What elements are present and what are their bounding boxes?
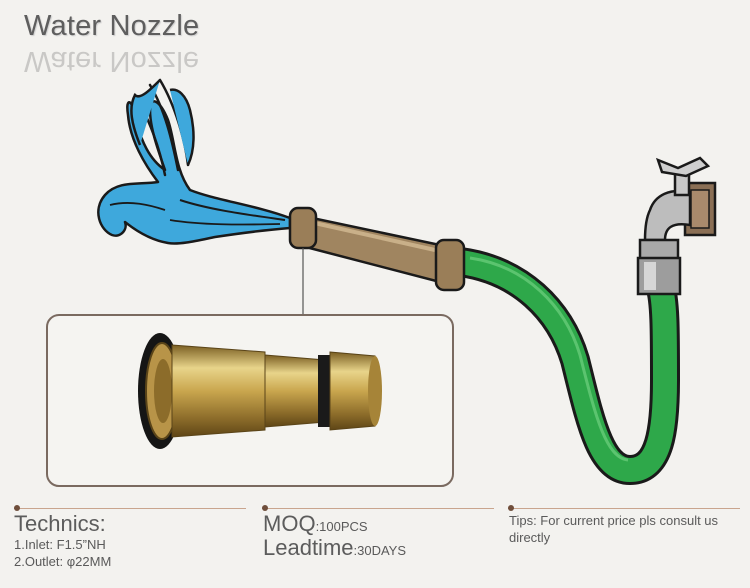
- bullet-dot: [14, 505, 20, 511]
- leadtime-value: :30DAYS: [353, 543, 407, 558]
- leadtime-line: Leadtime:30DAYS: [263, 536, 406, 560]
- technics-block: Technics: 1.Inlet: F1.5”NH 2.Outlet: φ22…: [14, 512, 111, 570]
- tips-text: Tips: For current price pls consult us d…: [509, 513, 719, 545]
- faucet-graphic: [636, 156, 717, 296]
- bullet-dot: [262, 505, 268, 511]
- technics-heading: Technics:: [14, 511, 106, 536]
- garden-hose-graphic: [445, 247, 681, 486]
- order-block: MOQ:100PCS Leadtime:30DAYS: [263, 512, 406, 560]
- water-nozzle-illustration: [46, 78, 717, 487]
- separator-line: [14, 508, 246, 509]
- separator-line: [262, 508, 494, 509]
- moq-value: :100PCS: [315, 519, 368, 534]
- separator-line: [508, 508, 740, 509]
- page-title: Water Nozzle: [24, 10, 200, 42]
- brass-nozzle-photo: [138, 333, 382, 449]
- inlet-spec: 1.Inlet: F1.5”NH: [14, 537, 106, 552]
- tips-block: Tips: For current price pls consult us d…: [509, 512, 739, 546]
- bullet-dot: [508, 505, 514, 511]
- outlet-spec: 2.Outlet: φ22MM: [14, 554, 112, 569]
- leadtime-label: Leadtime: [263, 535, 354, 560]
- moq-line: MOQ:100PCS: [263, 512, 406, 536]
- moq-label: MOQ: [263, 511, 316, 536]
- water-spray-graphic: [97, 78, 292, 245]
- nozzle-graphic: [288, 206, 466, 292]
